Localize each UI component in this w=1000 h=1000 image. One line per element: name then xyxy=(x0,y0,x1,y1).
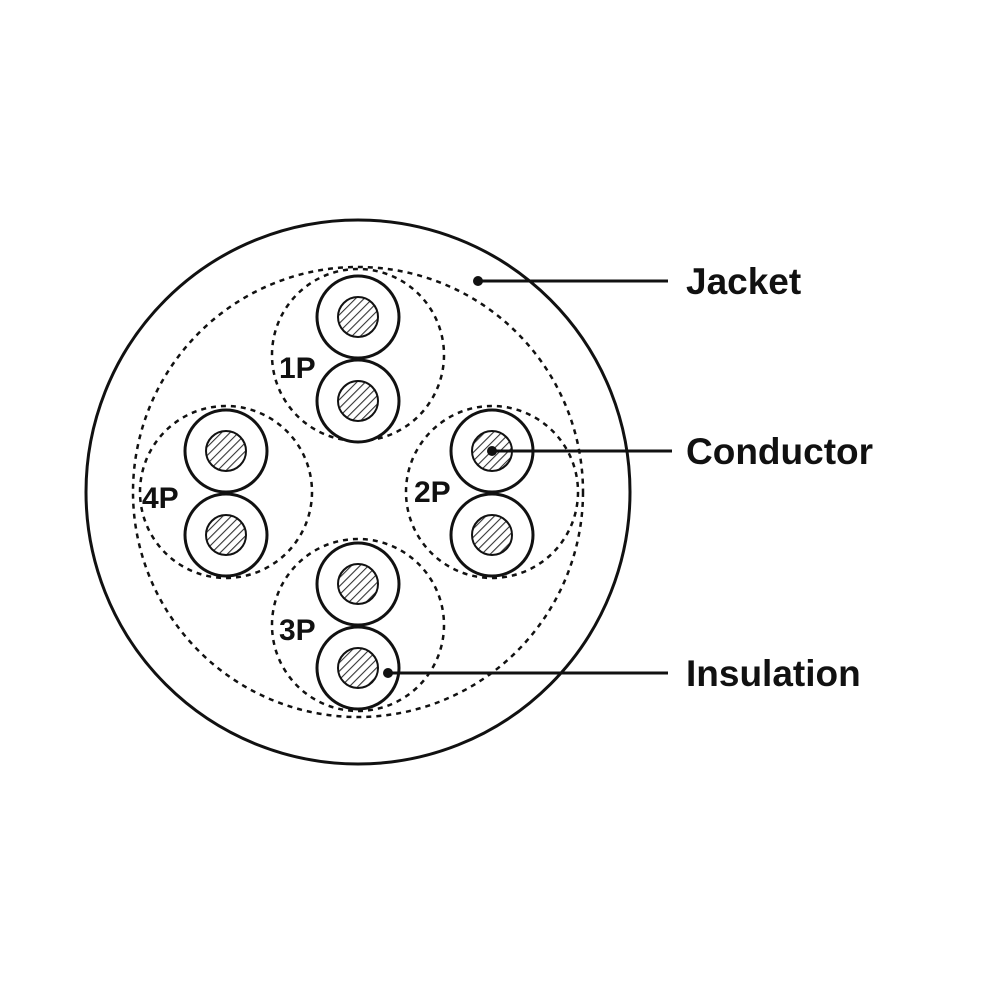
pair-4-label: 4P xyxy=(142,482,179,515)
pair-3-wire-b xyxy=(315,625,401,711)
conductor-callout: Conductor xyxy=(487,431,873,472)
pair-2-label: 2P xyxy=(414,476,451,509)
pair-2-wire-b xyxy=(449,492,535,578)
conductor xyxy=(337,296,379,338)
jacket-leader-dot xyxy=(473,276,483,286)
pair-3-group-outline xyxy=(270,537,446,713)
conductor xyxy=(337,647,379,689)
pair-4-wire-a xyxy=(183,408,269,494)
conductor xyxy=(471,514,513,556)
conductor-leader-dot xyxy=(487,446,497,456)
pair-4-wire-b xyxy=(183,492,269,578)
pair-1-label: 1P xyxy=(279,352,316,385)
conductor xyxy=(205,514,247,556)
conductor xyxy=(205,430,247,472)
pair-1-wire-b xyxy=(315,358,401,444)
pair-4-group-outline xyxy=(138,404,314,580)
pair-2-group-outline xyxy=(404,404,580,580)
insulation-callout: Insulation xyxy=(383,653,861,694)
jacket-callout: Jacket xyxy=(473,261,801,302)
conductor-label: Conductor xyxy=(686,431,873,472)
insulation-label: Insulation xyxy=(686,653,861,694)
jacket-label: Jacket xyxy=(686,261,801,302)
pair-3-wire-a xyxy=(315,541,401,627)
conductor xyxy=(337,563,379,605)
insulation-leader-dot xyxy=(383,668,393,678)
core-bundle-outline xyxy=(131,265,585,719)
pair-3-label: 3P xyxy=(279,614,316,647)
jacket-outline xyxy=(84,218,632,766)
conductor xyxy=(337,380,379,422)
pair-1-wire-a xyxy=(315,274,401,360)
